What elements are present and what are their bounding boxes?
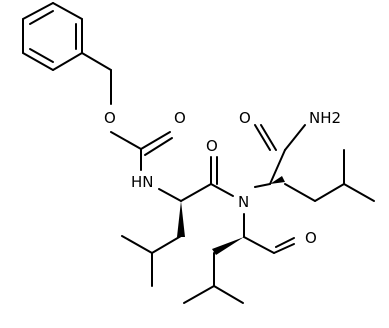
- leucinal: [183, 213, 295, 304]
- stereo-wedge-1: [177, 201, 185, 237]
- atom-o-carbonyl: O: [174, 109, 186, 127]
- stereo-wedge-3: [212, 237, 244, 255]
- atom-nh2: NH2: [309, 109, 341, 127]
- atom-o-amide-top: O: [239, 109, 251, 127]
- carbamate-chain: [81, 52, 173, 171]
- stereo-wedge-2: [270, 176, 285, 184]
- atom-n-tertiary: N: [238, 193, 249, 211]
- leucine-2: [254, 124, 375, 202]
- benzene-ring: [22, 2, 83, 71]
- atom-o-amide-mid: O: [206, 137, 218, 155]
- atom-nh-carbamate: HN: [131, 173, 154, 191]
- atom-o-ester: O: [104, 109, 116, 127]
- atom-o-aldehyde: O: [305, 229, 317, 247]
- leucine-1: [121, 156, 234, 287]
